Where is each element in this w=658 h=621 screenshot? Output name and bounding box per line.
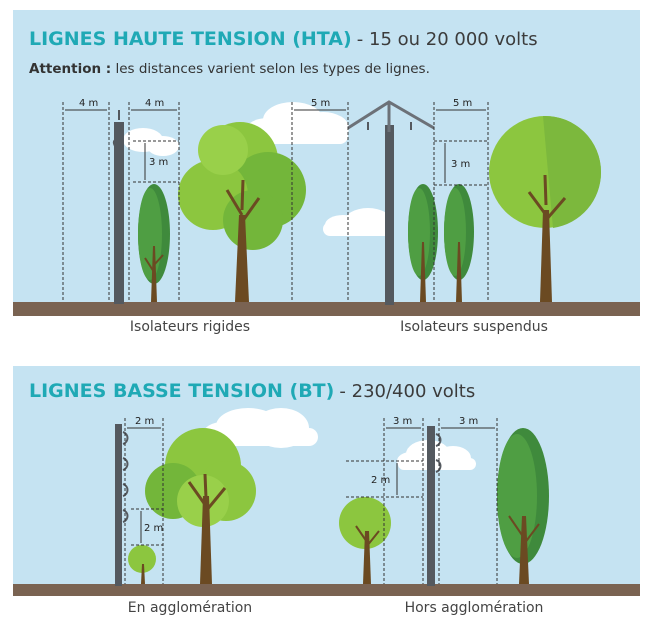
bt-hors-dimensions [346,418,498,584]
dimension-arrow [386,427,495,495]
ground [13,584,640,596]
dimension-arrow [127,427,161,543]
bt-agglo-dimensions [124,418,164,584]
bt-title-line: LIGNES BASSE TENSION (BT) - 230/400 volt… [29,380,475,402]
attention-text: les distances varient selon les types de… [115,61,430,77]
dimension-arrow [65,109,177,180]
pole-suspended-insulators [347,100,435,305]
hta-title: LIGNES HAUTE TENSION (HTA) [29,28,352,50]
bt-subtitle: - 230/400 volts [339,381,476,402]
hta-subtitle: - 15 ou 20 000 volts [356,29,538,50]
cloud-icon [397,440,476,470]
hta-illustration: 4 m 4 m 3 m [13,98,640,316]
bt-illustration: 2 m 2 m [13,408,640,596]
hta-suspended-dimensions [291,102,489,302]
tree-round [339,497,391,584]
dim-label: 3 m [149,157,168,168]
bt-title: LIGNES BASSE TENSION (BT) [29,380,335,402]
dim-label: 3 m [451,159,470,170]
tree-small [138,184,170,302]
caption-en-agglomeration: En agglomération [127,600,253,616]
attention-label: Attention : [29,61,112,77]
caption-rigid-insulators: Isolateurs rigides [129,319,251,335]
dim-label: 2 m [144,523,163,534]
dim-label: 5 m [311,98,330,109]
pole-rigid-insulators [112,110,124,304]
caption-suspended-insulators: Isolateurs suspendus [400,319,548,335]
dim-label: 4 m [145,98,164,109]
tree-narrow [444,184,474,302]
dim-label: 2 m [371,475,390,486]
dim-label: 3 m [459,416,478,427]
pole-bt-agglomeration [115,424,129,586]
dim-label: 4 m [79,98,98,109]
tree-large [178,122,306,302]
hta-rigid-dimensions [62,102,180,302]
caption-hors-agglomeration: Hors agglomération [404,600,544,616]
cloud-icon [323,208,393,236]
hta-attention-note: Attention : les distances varient selon … [29,61,430,77]
dim-label: 2 m [135,416,154,427]
bt-panel: 2 m 2 m [13,366,640,596]
hta-panel: 4 m 4 m 3 m [13,10,640,316]
pole-bt-hors-agglomeration [427,426,442,586]
ground [13,302,640,316]
dim-label: 3 m [393,416,412,427]
tree-round [489,115,602,302]
cloud-icon [123,128,179,156]
tree-small [128,545,156,584]
dim-label: 5 m [453,98,472,109]
hta-title-line: LIGNES HAUTE TENSION (HTA) - 15 ou 20 00… [29,28,538,50]
tree-narrow [497,428,549,584]
tree-large [145,428,256,584]
tree-narrow [408,184,438,302]
dimension-arrow [294,109,486,183]
